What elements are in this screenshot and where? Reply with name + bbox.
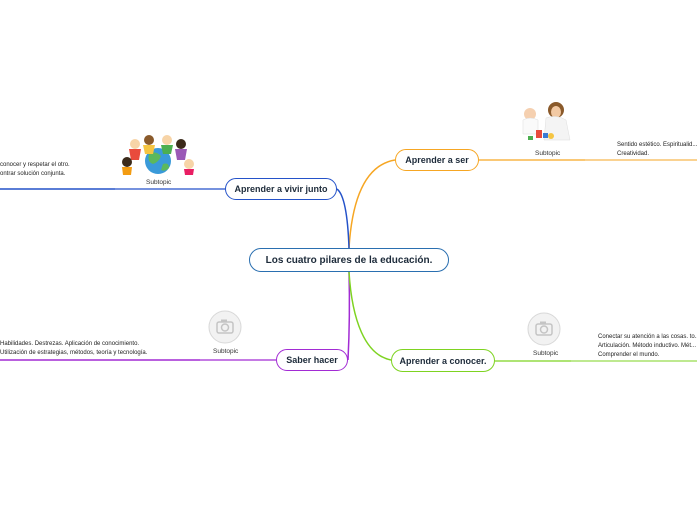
branch-aprender-a-ser[interactable]: Aprender a ser (395, 149, 479, 171)
note-conocer-1: Conectar su atención a las cosas. to... (598, 334, 697, 340)
camera-placeholder-icon (208, 310, 242, 344)
branch-aprender-a-vivir-junto[interactable]: Aprender a vivir junto (225, 178, 337, 200)
branch-aprender-a-conocer[interactable]: Aprender a conocer. (391, 349, 495, 372)
children-around-globe-image (119, 134, 197, 176)
notes-conocer: Conectar su atención a las cosas. to... … (598, 333, 697, 360)
note-vivir-2: ontrar solución conjunta. (0, 171, 66, 177)
notes-ser: Sentido estético. Espiritualid... Creati… (617, 141, 697, 159)
subtopic-saber[interactable]: Subtopic (213, 348, 239, 355)
subtopic-ser[interactable]: Subtopic (535, 150, 561, 157)
camera-placeholder-icon (527, 312, 561, 346)
note-conocer-2: Articulación. Método inductivo. Mét... (598, 343, 697, 349)
branch-saber-hacer[interactable]: Saber hacer (276, 349, 348, 371)
note-saber-2: Utilización de estrategias, métodos, teo… (0, 350, 148, 356)
note-ser-2: Creatividad. (617, 151, 650, 157)
note-ser-1: Sentido estético. Espiritualid... (617, 142, 697, 148)
note-conocer-3: Comprender el mundo. (598, 352, 660, 358)
central-topic[interactable]: Los cuatro pilares de la educación. (249, 248, 449, 272)
notes-saber: Habilidades. Destrezas. Aplicación de co… (0, 340, 147, 358)
note-vivir-1: conocer y respetar el otro. (0, 162, 70, 168)
subtopic-vivir[interactable]: Subtopic (146, 179, 172, 186)
notes-vivir: conocer y respetar el otro. ontrar soluc… (0, 161, 70, 179)
note-saber-1: Habilidades. Destrezas. Aplicación de co… (0, 341, 140, 347)
child-and-mother-playing-image (516, 100, 572, 144)
subtopic-conocer[interactable]: Subtopic (533, 350, 559, 357)
